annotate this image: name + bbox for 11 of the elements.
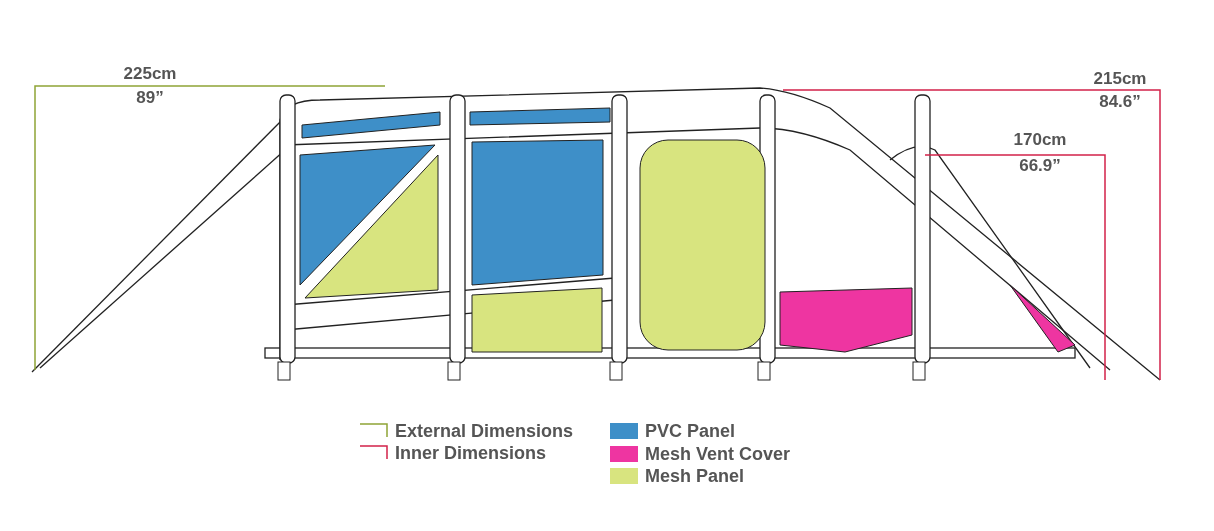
dimension-label: 170cm [1012, 131, 1068, 148]
dimension-label: 84.6” [1098, 93, 1142, 110]
legend-label: Mesh Vent Cover [645, 445, 791, 463]
dimension-label: 66.9” [1018, 157, 1062, 174]
legend-label: PVC Panel [645, 422, 736, 440]
legend-label: External Dimensions [395, 422, 574, 440]
legend-label: Inner Dimensions [395, 444, 547, 462]
legend-label: Mesh Panel [645, 467, 745, 485]
dimension-label: 225cm [122, 65, 178, 82]
dimension-label: 89” [135, 89, 165, 106]
dimension-label: 215cm [1092, 70, 1148, 87]
